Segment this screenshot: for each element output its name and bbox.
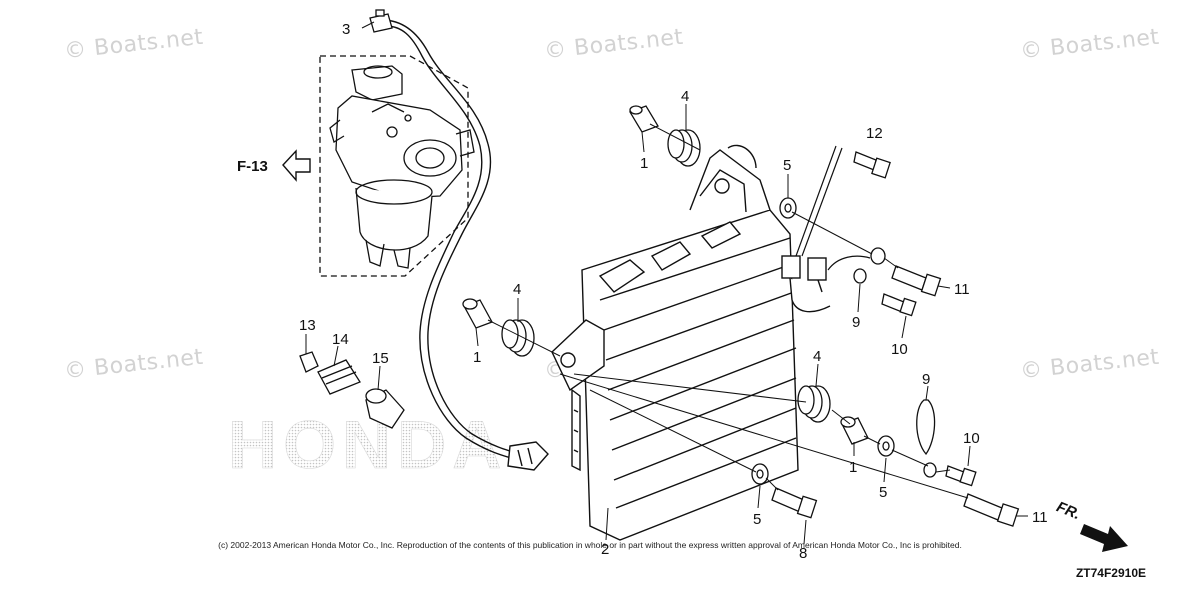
brand-watermark: HONDA bbox=[228, 407, 507, 483]
callout-2: 2 bbox=[601, 541, 609, 558]
callout-10: 10 bbox=[963, 430, 980, 447]
carburetor-group bbox=[319, 55, 475, 277]
front-direction-arrow-icon: FR. bbox=[1054, 498, 1128, 552]
wire-clip-part bbox=[369, 9, 393, 33]
callout-14: 14 bbox=[332, 331, 349, 348]
callout-8: 8 bbox=[799, 545, 807, 562]
copyright-notice: (c) 2002-2013 American Honda Motor Co., … bbox=[218, 540, 962, 550]
callout-4: 4 bbox=[813, 348, 821, 365]
callout-5: 5 bbox=[783, 157, 791, 174]
callout-12: 12 bbox=[866, 125, 883, 142]
callout-5: 5 bbox=[879, 484, 887, 501]
callout-9: 9 bbox=[852, 314, 860, 331]
callout-13: 13 bbox=[299, 317, 316, 334]
callout-1: 1 bbox=[473, 349, 481, 366]
callout-4: 4 bbox=[513, 281, 521, 298]
callout-9: 9 bbox=[922, 371, 930, 388]
callout-leaders bbox=[305, 21, 1028, 545]
wire-harness bbox=[381, 19, 549, 471]
alignment-lines bbox=[487, 123, 969, 499]
callout-15: 15 bbox=[372, 350, 389, 367]
reference-arrow-icon: F-13 bbox=[237, 149, 311, 182]
callout-10: 10 bbox=[891, 341, 908, 358]
ground-wire bbox=[795, 145, 871, 271]
inverter-unit bbox=[551, 144, 831, 541]
callout-3: 3 bbox=[342, 21, 350, 38]
callout-11: 11 bbox=[954, 281, 970, 298]
mounting-hardware bbox=[299, 105, 1020, 527]
callout-5: 5 bbox=[753, 511, 761, 528]
callout-numbers: 3 4 1 12 5 11 9 10 4 1 13 14 15 4 9 10 1… bbox=[299, 21, 1048, 562]
front-label: FR. bbox=[1054, 498, 1083, 523]
callout-11: 11 bbox=[1032, 509, 1048, 526]
callout-1: 1 bbox=[640, 155, 648, 172]
callout-1: 1 bbox=[849, 459, 857, 476]
callout-4: 4 bbox=[681, 88, 689, 105]
diagram-code: ZT74F2910E bbox=[1075, 566, 1146, 580]
reference-label: F-13 bbox=[237, 158, 268, 175]
